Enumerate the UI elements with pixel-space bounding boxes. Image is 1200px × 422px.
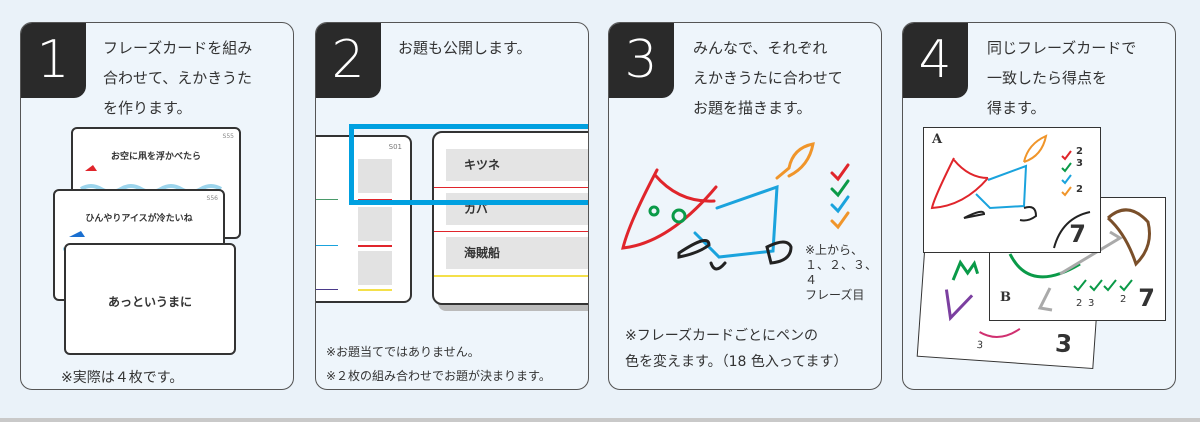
step-4-panel: 4 同じフレーズカードで 一致したら得点を 得ます。 C 3 3 B 2 3 2… [902,22,1176,390]
note: ※お題当てではありません。 [326,345,480,359]
sheet-mark: 2 [1120,294,1127,305]
step-3-panel: 3 みんなで、それぞれ えかきうたに合わせて お題を描きます。 ※上から、 １、… [608,22,882,390]
sheet-b-drawing-icon [1008,208,1151,312]
card-phrase: ひんやりアイスが冷たいね [85,214,193,224]
kite-icon [358,159,392,193]
card-phrase: あっというまに [107,295,192,309]
note: ※実際は４枚です。 [61,370,184,386]
sheet-mark: 3 [1088,298,1095,309]
sheet-c-drawing-icon [944,259,1021,338]
topic-item: カバ [446,193,588,225]
fox-drawing-icon [621,142,850,271]
topic-card: キツネ カバ 海賊船 [432,131,588,305]
step-number: 2 [316,23,381,98]
card-phrase: お空に凧を浮かべたら [110,152,201,162]
step-description: 同じフレーズカードで 一致したら得点を 得ます。 [987,39,1137,117]
step-description: フレーズカードを組み 合わせて、えかきうた を作ります。 [103,39,253,117]
sheet-label: A [932,132,943,147]
step-1-panel: 1 フレーズカードを組み 合わせて、えかきうた を作ります。 S55 お空に凧を… [20,22,294,390]
sheet-mark: 3 [976,339,984,352]
sheet-score: 7 [1138,284,1155,312]
card-code: S55 [222,133,234,140]
bottom-divider [0,418,1200,422]
step-description: みんなで、それぞれ えかきうたに合わせて お題を描きます。 [693,39,843,117]
step-number: 1 [21,23,86,98]
sheet-score: 3 [1054,329,1073,359]
note: ※フレーズカードごとにペンの 色を変えます。（18 色入ってます） [625,328,848,370]
side-note: ※上から、 １、２、３、４ フレーズ目 [805,243,878,302]
sheet-mark: 2 [1076,146,1083,157]
topic-item: 海賊船 [446,237,588,269]
sheet-mark: 2 [1076,298,1083,309]
sheet-a-drawing-icon [930,134,1091,249]
sheet-score: 7 [1069,220,1086,248]
drawing-sheet-c: C 3 3 [916,226,1103,370]
note: ※２枚の組み合わせでお題が決まります。 [326,369,551,383]
card-code: S56 [206,195,218,202]
topic-item: キツネ [446,149,588,181]
sheet-mark: 3 [1076,158,1083,169]
topic-card-back: S01 [316,135,412,303]
sheet-label: B [1000,290,1011,305]
card-code: S01 [388,143,402,151]
step-number: 3 [609,23,674,98]
drawing-sheet-a: A 2 3 2 7 [923,127,1101,253]
highlight-frame [349,124,588,205]
step-2-panel: 2 お題も公開します。 S01 キツネ カバ 海賊船 ※お題当てではありません。… [315,22,589,390]
step-description: お題も公開します。 [398,39,532,57]
sheet-mark: 2 [1076,184,1083,195]
step-number: 4 [903,23,968,98]
phrase-card: あっというまに [64,243,236,355]
